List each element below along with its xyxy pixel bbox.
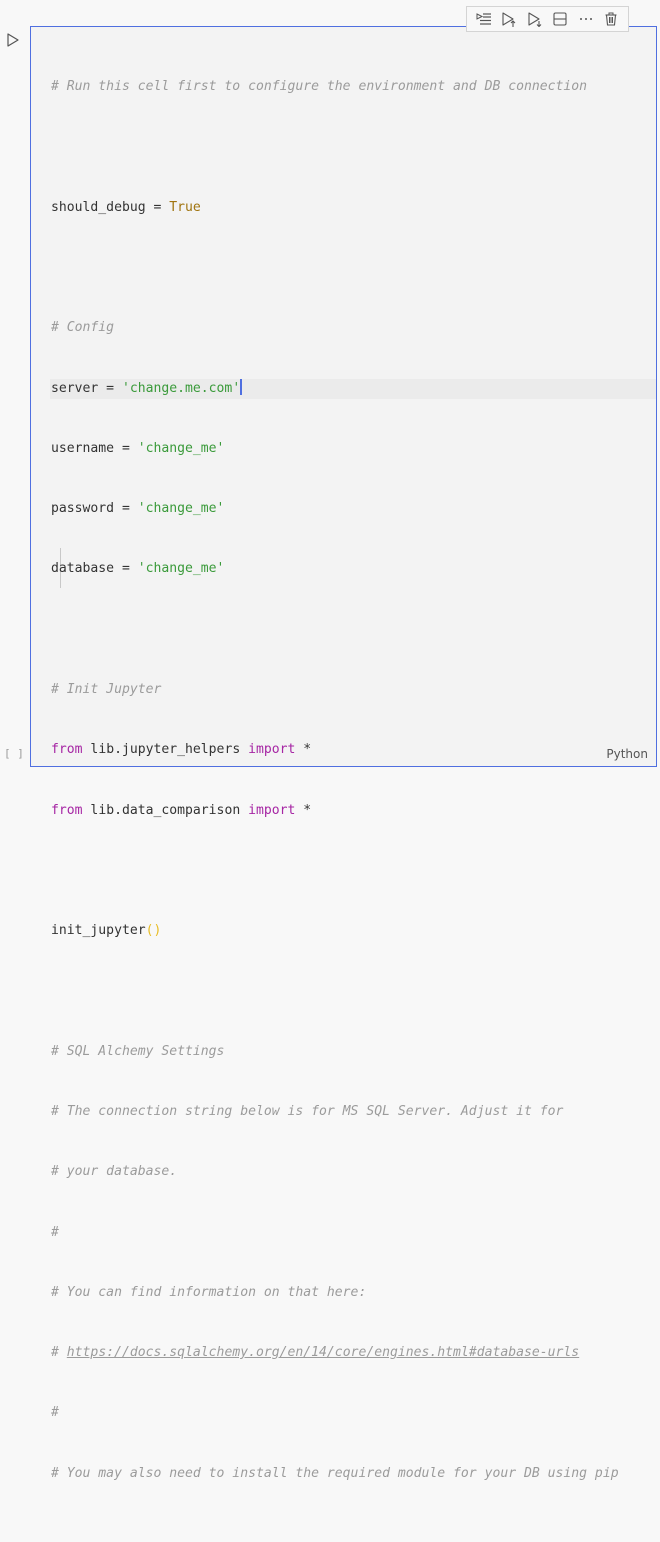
trash-icon (605, 12, 617, 26)
split-cell-icon (553, 12, 567, 26)
code-cell[interactable]: # Run this cell first to configure the e… (30, 26, 657, 1481)
run-up-icon (502, 12, 516, 27)
run-above-icon (476, 13, 491, 25)
cell-toolbar (466, 6, 629, 32)
run-down-icon (528, 12, 542, 27)
docs-link[interactable]: https://docs.sqlalchemy.org/en/14/core/e… (66, 1345, 580, 1361)
ellipsis-icon (579, 18, 592, 20)
delete-cell-button[interactable] (601, 9, 621, 29)
indent-guide (60, 548, 61, 588)
split-cell-button[interactable] (550, 9, 570, 29)
cell-language-label[interactable]: Python (606, 747, 648, 761)
text-cursor (240, 378, 243, 395)
play-icon (7, 33, 19, 47)
execution-count: [ ] (4, 747, 24, 760)
code-comment: # Run this cell first to configure the e… (51, 79, 588, 95)
code-editor[interactable]: # Run this cell first to configure the e… (50, 37, 656, 1542)
execute-above-button[interactable] (474, 9, 494, 29)
execute-and-above-button[interactable] (499, 9, 519, 29)
active-line: server = 'change.me.com' (50, 378, 656, 399)
run-cell-button[interactable] (5, 32, 21, 48)
execute-and-below-button[interactable] (525, 9, 545, 29)
more-actions-button[interactable] (576, 9, 596, 29)
